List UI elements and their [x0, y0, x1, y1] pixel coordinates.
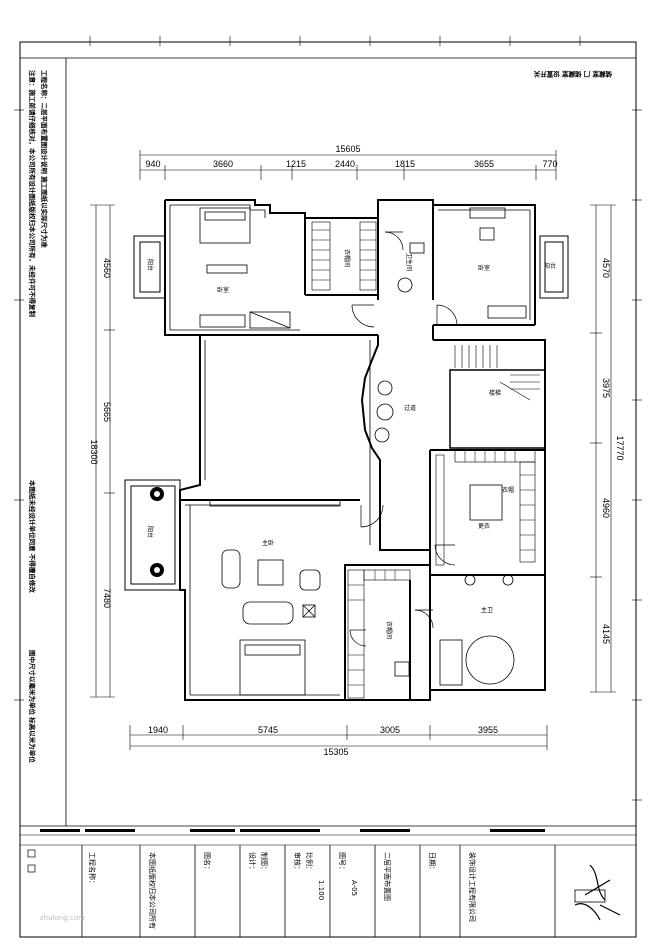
sheet-frame [19, 41, 637, 938]
top-note: 储藏室 门 储藏室 设置开关 [533, 70, 613, 79]
room-closet-s: 衣帽间 [385, 621, 393, 639]
dim-right-3: 4960 [601, 498, 611, 518]
plant-pots-inner [154, 491, 160, 573]
watermark: zhulong.com [40, 914, 85, 922]
company-logo [574, 864, 621, 921]
tb-designer-label: 设计： [248, 852, 257, 873]
tb-note: 本图纸版权归本公司所有 [148, 852, 157, 929]
dim-top-5: 1815 [395, 159, 415, 169]
side-note-1: 注意：施工前请仔细核对，本公司所有设计图纸版权归本公司所有，未经许可不得复制 [28, 70, 37, 318]
scale-strip [40, 829, 545, 832]
tb-sheet-label: 图号： [338, 852, 346, 873]
dim-right-4: 4145 [601, 624, 611, 644]
tb-title-value: 二层平面布置图 [383, 852, 392, 901]
dim-right-1: 4570 [601, 258, 611, 278]
wardrobe-hatch [312, 229, 535, 686]
dim-bottom-1: 1940 [148, 725, 168, 735]
tb-drawing-label: 图名： [203, 852, 212, 873]
room-labels: 卧室 衣帽间 卫生间 卧室 阳台 阳台 过道 楼梯 主卧 阳台 衣帽间 主卫 衣… [146, 249, 556, 639]
dim-top-total: 15605 [335, 144, 360, 154]
tb-scale-label: 比例： [305, 852, 314, 873]
wardrobes [311, 221, 536, 699]
room-master-bath: 主卫 [481, 606, 493, 614]
tb-scale-value: 1:100 [317, 880, 325, 900]
dim-top-6: 3655 [474, 159, 494, 169]
room-closet-n: 衣帽间 [343, 249, 351, 267]
edge-ticks [14, 36, 642, 801]
title-block-grid [81, 845, 556, 937]
dim-left-total: 18300 [89, 439, 99, 464]
title-block-labels: 工程名称： 图名： 设计： 制图： 审核： 比例： 1:100 图号： A-05… [88, 852, 477, 929]
dim-right-2: 3975 [601, 378, 611, 398]
side-notes: 注意：施工前请仔细核对，本公司所有设计图纸版权归本公司所有，未经许可不得复制 工… [28, 70, 49, 763]
dim-bottom-3: 3005 [380, 725, 400, 735]
balconies [124, 235, 569, 591]
tb-project-label: 工程名称： [88, 852, 97, 887]
dim-bottom-4: 3955 [478, 725, 498, 735]
dim-left-1: 4560 [102, 258, 112, 278]
dim-top-1: 940 [145, 159, 160, 169]
dim-left-3: 7480 [102, 588, 112, 608]
stair-treads [454, 345, 540, 401]
dim-bottom-2: 5745 [258, 725, 278, 735]
side-note-2: 工程名称：二层平面布置图设计说明 施工图纸以实际尺寸为准 [40, 70, 49, 248]
room-bath-n: 卫生间 [405, 253, 413, 271]
dim-right-total: 17770 [615, 435, 625, 460]
room-closet-e: 衣帽 [502, 486, 514, 494]
tb-date-label: 日期： [428, 852, 436, 873]
room-dressing: 更衣 [478, 522, 490, 530]
dim-top-4: 2440 [335, 159, 355, 169]
room-balcony-sw: 阳台 [146, 526, 154, 538]
dim-top-2: 3660 [213, 159, 233, 169]
dim-top-7: 770 [542, 159, 557, 169]
tb-sheet-value: A-05 [350, 880, 358, 896]
furniture [199, 207, 527, 696]
dim-bottom-total: 15305 [323, 747, 348, 757]
dim-left [90, 204, 115, 698]
room-bedroom-nw: 卧室 [217, 286, 229, 294]
room-bedroom-ne: 卧室 [478, 264, 490, 272]
tb-checker-label: 审核： [293, 852, 302, 873]
room-balcony-e: 阳台 [544, 262, 556, 270]
side-note-4: 图中尺寸以毫米为单位 标高以米为单位 [28, 650, 37, 763]
room-stair: 楼梯 [489, 389, 501, 397]
title-block-checkboxes [27, 849, 36, 873]
side-note-3: 本图纸未经设计单位同意 不得擅自修改 [28, 480, 37, 593]
dim-top-3: 1215 [286, 159, 306, 169]
tb-drafter-label: 制图： [260, 852, 269, 873]
walls-inner [169, 204, 531, 696]
dim-top [139, 150, 557, 180]
room-hall: 过道 [404, 404, 416, 412]
dim-left-2: 5665 [102, 402, 112, 422]
dim-bottom [129, 725, 548, 750]
room-balcony-w: 阳台 [146, 259, 154, 271]
tb-company: 装饰设计工程有限公司 [468, 852, 477, 922]
room-master: 主卧 [262, 539, 274, 547]
dim-right [590, 204, 616, 693]
